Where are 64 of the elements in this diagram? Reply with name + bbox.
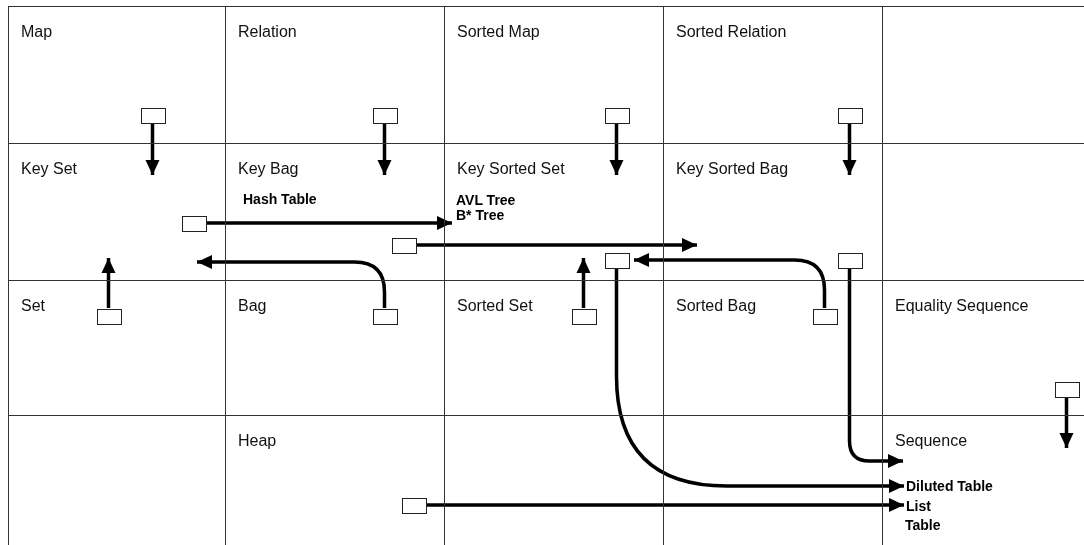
table-cell (444, 143, 663, 281)
implementation-label: List (906, 498, 931, 514)
cell-title: Relation (238, 23, 297, 41)
table-cell (663, 6, 882, 144)
table-cell (8, 6, 225, 144)
arrow (1059, 397, 1074, 448)
connector-box (402, 498, 427, 514)
connector-box (838, 108, 863, 124)
arrow (145, 123, 160, 175)
arrow (842, 123, 857, 175)
connector-box (97, 309, 122, 325)
table-cell (8, 143, 225, 281)
cell-title: Key Sorted Bag (676, 160, 789, 178)
connector-box (373, 108, 398, 124)
table-cell (663, 143, 882, 281)
table-cell (225, 280, 444, 416)
cell-title: Sorted Set (457, 297, 533, 315)
connector-box (813, 309, 838, 325)
implementation-label: AVL Tree (456, 192, 516, 208)
implementation-label: B* Tree (456, 207, 505, 223)
table-cell (882, 280, 1084, 416)
connector-box (392, 238, 417, 254)
cell-title: Set (21, 297, 45, 315)
cell-title: Key Bag (238, 160, 299, 178)
table-cell (225, 143, 444, 281)
implementation-label: Diluted Table (906, 478, 993, 494)
table-cell (444, 6, 663, 144)
cell-title: Key Sorted Set (457, 160, 565, 178)
cell-title: Sorted Bag (676, 297, 757, 315)
table-cell (225, 6, 444, 144)
table-cell (882, 415, 1084, 545)
arrow (614, 268, 904, 493)
arrow (416, 238, 697, 252)
cell-title: Sequence (895, 432, 968, 450)
connector-box (141, 108, 166, 124)
cell-title: Bag (238, 297, 267, 315)
cell-title: Sorted Map (457, 23, 540, 41)
table-cell (444, 280, 663, 416)
arrow (634, 253, 827, 308)
arrow (847, 268, 903, 468)
table-cell (663, 280, 882, 416)
cell-title: Heap (238, 432, 277, 450)
arrow (101, 258, 116, 308)
connector-box (373, 309, 398, 325)
implementation-label: Hash Table (243, 191, 317, 207)
cell-title: Sorted Relation (676, 23, 787, 41)
connector-box (1055, 382, 1080, 398)
arrow (609, 123, 624, 175)
arrow (426, 498, 904, 512)
table-cell (225, 415, 444, 545)
connector-box (572, 309, 597, 325)
connector-box (182, 216, 207, 232)
arrow (197, 255, 387, 308)
arrow (576, 258, 591, 308)
cell-title: Map (21, 23, 53, 41)
arrow (206, 216, 452, 230)
cell-title: Key Set (21, 160, 78, 178)
table-cell (8, 280, 225, 416)
connector-box (838, 253, 863, 269)
arrow (377, 123, 392, 175)
cell-title: Equality Sequence (895, 297, 1029, 315)
implementation-label: Table (905, 517, 941, 533)
connector-box (605, 108, 630, 124)
connector-box (605, 253, 630, 269)
